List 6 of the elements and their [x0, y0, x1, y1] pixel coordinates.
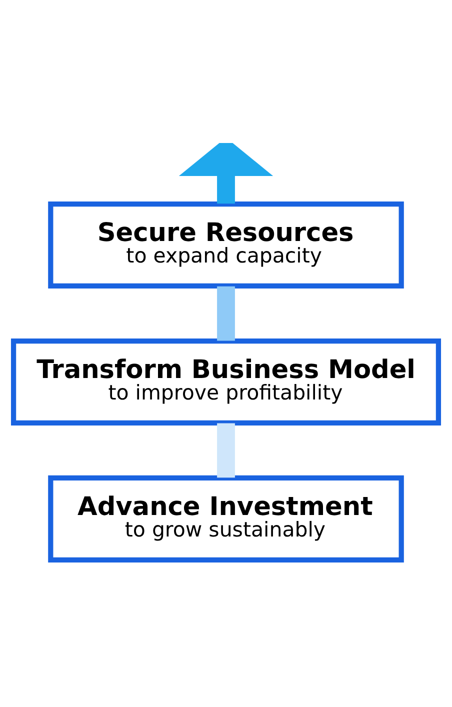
- connector: [217, 286, 235, 340]
- node-box: Secure Resources to expand capacity: [48, 201, 404, 288]
- node-box: Advance Investment to grow sustainably: [48, 474, 404, 562]
- arrow: [178, 142, 274, 204]
- node-box: Transform Business Model to improve profitability: [10, 338, 442, 425]
- connector: [217, 422, 235, 478]
